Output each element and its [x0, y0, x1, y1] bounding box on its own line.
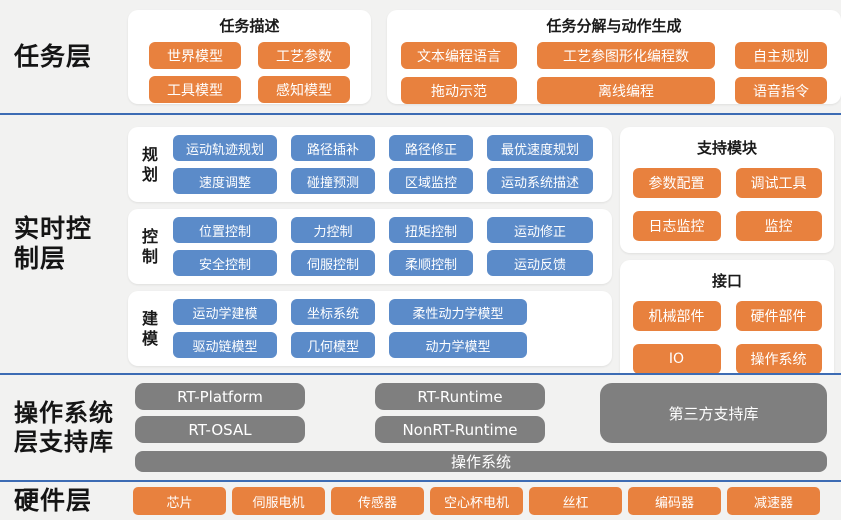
- section-hardware-layer: 硬件层 芯片 伺服电机 传感器 空心杯电机 丝杠 编码器 减速器: [0, 482, 841, 520]
- os-layer-label-col: 操作系统层支持库: [0, 375, 128, 480]
- task-decomposition-grid: 文本编程语言 工艺参图形化编程数 自主规划 拖动示范 离线编程 语音指令: [401, 42, 827, 104]
- modeling-row-label: 建模: [142, 309, 159, 348]
- support-modules-title: 支持模块: [696, 139, 757, 157]
- hardware-layer-label-col: 硬件层: [0, 486, 128, 516]
- box-hardware-parts: 硬件部件: [735, 301, 822, 331]
- box-rt-runtime: RT-Runtime: [375, 383, 545, 410]
- realtime-layer-label: 实时控制层: [14, 214, 93, 273]
- card-task-decomposition: 任务分解与动作生成 文本编程语言 工艺参图形化编程数 自主规划 拖动示范 离线编…: [387, 10, 841, 104]
- box-dynamics-model: 动力学模型: [389, 332, 527, 358]
- task-decomposition-title: 任务分解与动作生成: [546, 17, 682, 35]
- box-autonomous-planning: 自主规划: [735, 42, 827, 69]
- interface-title: 接口: [711, 272, 742, 290]
- task-cards-area: 任务描述 世界模型 工艺参数 工具模型 感知模型 任务分解与动作生成 文本编程语…: [128, 0, 841, 113]
- task-layer-label: 任务层: [14, 41, 93, 71]
- box-tool-model: 工具模型: [149, 76, 241, 103]
- box-reducer: 减速器: [727, 487, 820, 515]
- box-compliance-control: 柔顺控制: [389, 250, 473, 276]
- box-log-monitoring: 日志监控: [632, 211, 721, 241]
- box-debug-tools: 调试工具: [735, 168, 822, 198]
- section-task-layer: 任务层 任务描述 世界模型 工艺参数 工具模型 感知模型 任务分解与动作生成 文…: [0, 0, 841, 113]
- box-operating-system-bar: 操作系统: [135, 451, 827, 472]
- box-motion-trajectory-planning: 运动轨迹规划: [173, 135, 277, 161]
- os-content: RT-Platform RT-OSAL RT-Runtime NonRT-Run…: [128, 375, 841, 480]
- planning-row-label: 规划: [142, 145, 159, 184]
- box-process-params: 工艺参数: [258, 42, 350, 69]
- section-realtime-layer: 实时控制层 规划 运动轨迹规划 路径插补 路径修正 最优速度规划 速度调整 碰撞…: [0, 115, 841, 386]
- modeling-grid: 运动学建模 坐标系统 柔性动力学模型 驱动链模型 几何模型 动力学模型: [173, 299, 527, 358]
- box-path-correction: 路径修正: [389, 135, 473, 161]
- layer-divider: [0, 113, 841, 115]
- box-graphical-programming: 工艺参图形化编程数: [537, 42, 715, 69]
- box-mechanical-parts: 机械部件: [632, 301, 721, 331]
- hardware-chips-row: 芯片 伺服电机 传感器 空心杯电机 丝杠 编码器 减速器: [128, 487, 841, 515]
- task-description-title: 任务描述: [219, 17, 280, 35]
- os-platform-column: RT-Platform RT-OSAL: [135, 383, 305, 443]
- layer-divider: [0, 373, 841, 375]
- box-servo-control: 伺服控制: [291, 250, 375, 276]
- interface-grid: 机械部件 硬件部件 IO 操作系统: [630, 301, 824, 374]
- realtime-side-cards: 支持模块 参数配置 调试工具 日志监控 监控 接口 机械部件 硬件部件 IO 操…: [620, 115, 834, 386]
- os-runtime-area: RT-Platform RT-OSAL RT-Runtime NonRT-Run…: [135, 383, 827, 443]
- section-os-layer: 操作系统层支持库 RT-Platform RT-OSAL RT-Runtime …: [0, 375, 841, 480]
- box-encoder: 编码器: [628, 487, 721, 515]
- box-flexible-dynamics-model: 柔性动力学模型: [389, 299, 527, 325]
- card-modeling-row: 建模 运动学建模 坐标系统 柔性动力学模型 驱动链模型 几何模型 动力学模型: [128, 291, 612, 366]
- box-chip: 芯片: [133, 487, 226, 515]
- box-rt-platform: RT-Platform: [135, 383, 305, 410]
- box-position-control: 位置控制: [173, 217, 277, 243]
- box-offline-programming: 离线编程: [537, 77, 715, 104]
- realtime-layer-label-col: 实时控制层: [0, 115, 128, 373]
- box-sensor: 传感器: [331, 487, 424, 515]
- box-geometric-model: 几何模型: [291, 332, 375, 358]
- box-monitoring: 监控: [735, 211, 822, 241]
- box-perception-model: 感知模型: [258, 76, 350, 103]
- card-task-description: 任务描述 世界模型 工艺参数 工具模型 感知模型: [128, 10, 371, 104]
- hardware-layer-label: 硬件层: [14, 486, 93, 515]
- support-modules-grid: 参数配置 调试工具 日志监控 监控: [630, 168, 824, 241]
- os-runtime-column: RT-Runtime NonRT-Runtime: [375, 383, 545, 443]
- box-world-model: 世界模型: [149, 42, 241, 69]
- card-interface: 接口 机械部件 硬件部件 IO 操作系统: [620, 260, 834, 386]
- box-motion-feedback: 运动反馈: [487, 250, 593, 276]
- box-nonrt-runtime: NonRT-Runtime: [375, 416, 545, 443]
- box-text-programming-language: 文本编程语言: [401, 42, 517, 69]
- box-motion-system-description: 运动系统描述: [487, 168, 593, 194]
- box-force-control: 力控制: [291, 217, 375, 243]
- layer-divider: [0, 480, 841, 482]
- box-zone-monitoring: 区域监控: [389, 168, 473, 194]
- task-layer-label-col: 任务层: [0, 0, 128, 113]
- card-support-modules: 支持模块 参数配置 调试工具 日志监控 监控: [620, 127, 834, 253]
- card-planning-row: 规划 运动轨迹规划 路径插补 路径修正 最优速度规划 速度调整 碰撞预测 区域监…: [128, 127, 612, 202]
- box-kinematics-modeling: 运动学建模: [173, 299, 277, 325]
- box-speed-adjustment: 速度调整: [173, 168, 277, 194]
- box-drive-chain-model: 驱动链模型: [173, 332, 277, 358]
- box-torque-control: 扭矩控制: [389, 217, 473, 243]
- box-rt-osal: RT-OSAL: [135, 416, 305, 443]
- control-row-label: 控制: [142, 227, 159, 266]
- box-lead-screw: 丝杠: [529, 487, 622, 515]
- box-servo-motor: 伺服电机: [232, 487, 325, 515]
- box-path-interpolation: 路径插补: [291, 135, 375, 161]
- box-optimal-speed-planning: 最优速度规划: [487, 135, 593, 161]
- box-operating-system-interface: 操作系统: [735, 344, 822, 374]
- box-coreless-motor: 空心杯电机: [430, 487, 523, 515]
- box-param-config: 参数配置: [632, 168, 721, 198]
- box-motion-correction: 运动修正: [487, 217, 593, 243]
- box-io: IO: [632, 344, 721, 374]
- box-safety-control: 安全控制: [173, 250, 277, 276]
- box-third-party-lib: 第三方支持库: [600, 383, 827, 443]
- planning-grid: 运动轨迹规划 路径插补 路径修正 最优速度规划 速度调整 碰撞预测 区域监控 运…: [173, 135, 593, 194]
- box-coordinate-system: 坐标系统: [291, 299, 375, 325]
- card-control-row: 控制 位置控制 力控制 扭矩控制 运动修正 安全控制 伺服控制 柔顺控制 运动反…: [128, 209, 612, 284]
- box-drag-teaching: 拖动示范: [401, 77, 517, 104]
- os-layer-label: 操作系统层支持库: [14, 398, 114, 456]
- control-grid: 位置控制 力控制 扭矩控制 运动修正 安全控制 伺服控制 柔顺控制 运动反馈: [173, 217, 593, 276]
- task-description-grid: 世界模型 工艺参数 工具模型 感知模型: [140, 42, 359, 103]
- realtime-rows: 规划 运动轨迹规划 路径插补 路径修正 最优速度规划 速度调整 碰撞预测 区域监…: [128, 115, 612, 373]
- box-voice-command: 语音指令: [735, 77, 827, 104]
- box-collision-prediction: 碰撞预测: [291, 168, 375, 194]
